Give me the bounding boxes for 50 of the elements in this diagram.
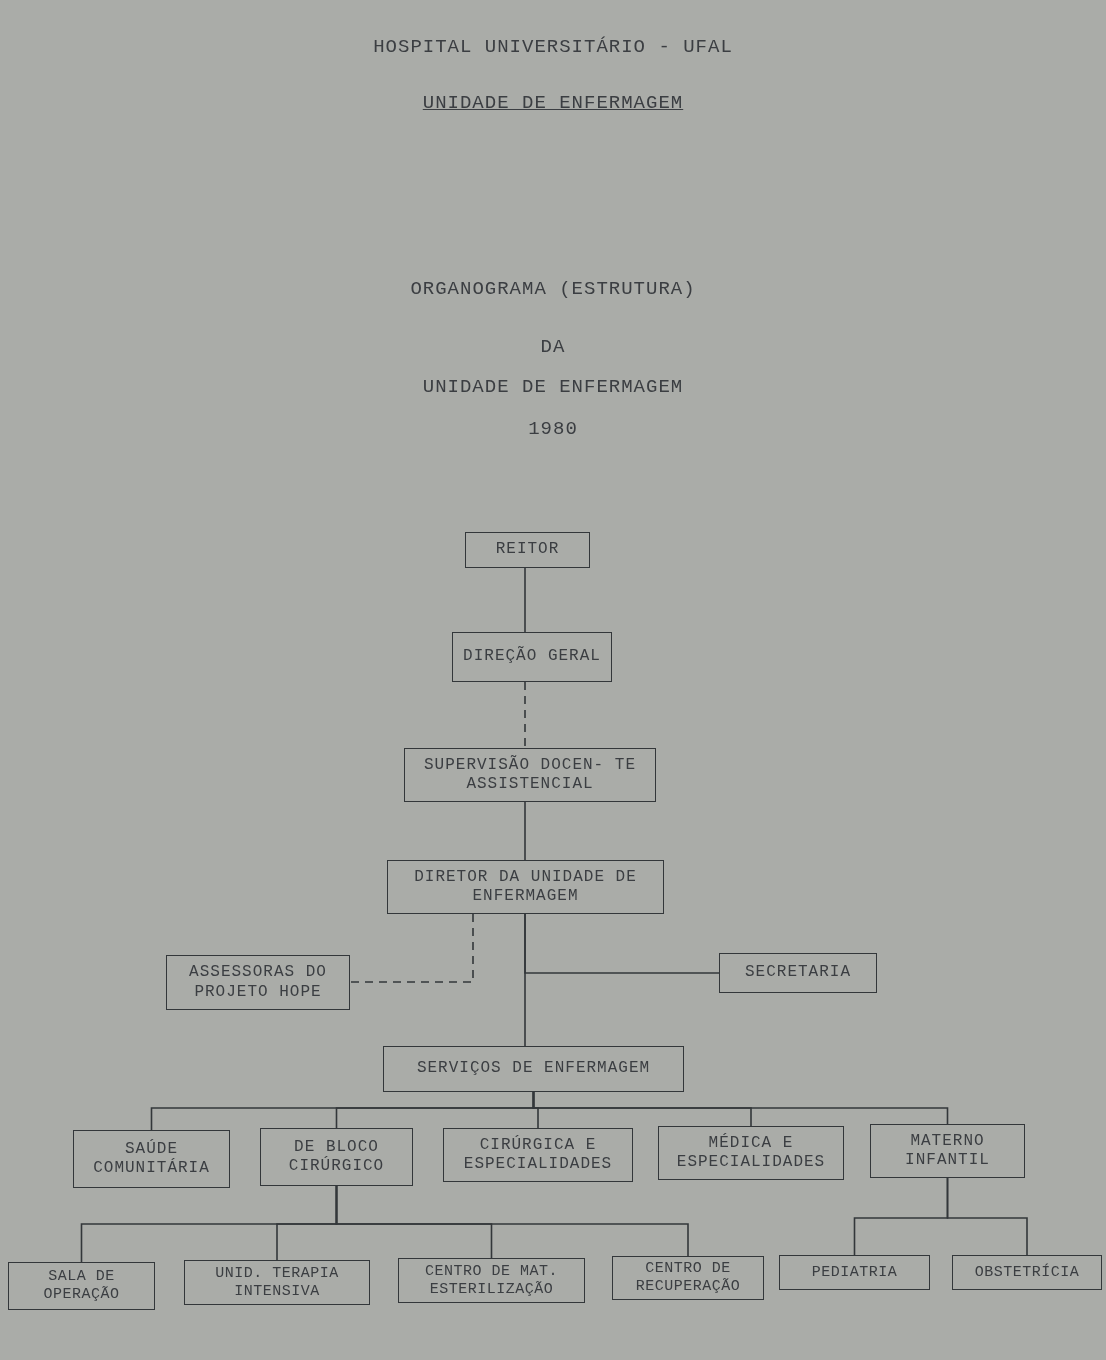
org-box <box>870 1124 1025 1178</box>
box-label: CENTRO DE RECUPERAÇÃO <box>634 1260 742 1296</box>
heading-text: 1980 <box>528 418 578 440</box>
box-label: CENTRO DE MAT. ESTERILIZAÇÃO <box>424 1262 559 1299</box>
box-label: DIRETOR DA UNIDADE DE ENFERMAGEM <box>413 867 638 907</box>
box-label: OBSTETRÍCIA <box>974 1263 1080 1282</box>
org-box <box>719 953 877 993</box>
org-box <box>404 748 656 802</box>
heading-text: UNIDADE DE ENFERMAGEM <box>422 376 684 398</box>
org-box <box>658 1126 844 1180</box>
org-box <box>387 860 664 914</box>
box-label: SAÚDE COMUNITÁRIA <box>92 1139 211 1179</box>
box-label: SERVIÇOS DE ENFERMAGEM <box>416 1059 651 1079</box>
box-label: SALA DE OPERAÇÃO <box>42 1268 121 1304</box>
box-label: REITOR <box>495 540 560 560</box>
connector-line <box>335 1185 689 1257</box>
org-box <box>260 1128 413 1186</box>
box-label: DIREÇÃO GERAL <box>463 647 601 667</box>
org-box <box>952 1255 1102 1290</box>
box-label: MÉDICA E ESPECIALIDADES <box>675 1133 827 1173</box>
org-box <box>465 532 590 568</box>
connector-line <box>524 681 526 749</box>
box-label: UNID. TERAPIA INTENSIVA <box>214 1264 340 1301</box>
connector-line <box>524 801 526 861</box>
box-label: MATERNO INFANTIL <box>904 1131 991 1171</box>
box-label: SECRETARIA <box>745 963 851 983</box>
org-box <box>398 1258 585 1303</box>
box-label: PEDIATRIA <box>811 1263 898 1282</box>
heading-text: ORGANOGRAMA (ESTRUTURA) <box>410 278 696 300</box>
org-box <box>8 1262 155 1310</box>
connector-line <box>524 567 526 633</box>
box-label: ASSESSORAS DO PROJETO HOPE <box>188 963 328 1002</box>
org-box <box>612 1256 764 1300</box>
connector-line <box>532 1091 949 1125</box>
org-box <box>443 1128 633 1182</box>
org-box <box>166 955 350 1010</box>
connector-line <box>349 913 474 983</box>
box-label: SUPERVISÃO DOCEN- TE ASSISTENCIAL <box>423 755 637 795</box>
org-box <box>383 1046 684 1092</box>
org-box <box>779 1255 930 1290</box>
box-label: DE BLOCO CIRÚRGICO <box>287 1137 386 1177</box>
page-title: HOSPITAL UNIVERSITÁRIO - UFAL <box>373 36 733 58</box>
heading-text: UNIDADE DE ENFERMAGEM <box>422 92 684 114</box>
box-label: CIRÚRGICA E ESPECIALIDADES <box>462 1135 614 1175</box>
org-box <box>184 1260 370 1305</box>
org-box <box>452 632 612 682</box>
heading-text: DA <box>540 336 566 358</box>
connector-line <box>524 913 526 1047</box>
connector-line <box>946 1177 1028 1256</box>
org-box <box>73 1130 230 1188</box>
